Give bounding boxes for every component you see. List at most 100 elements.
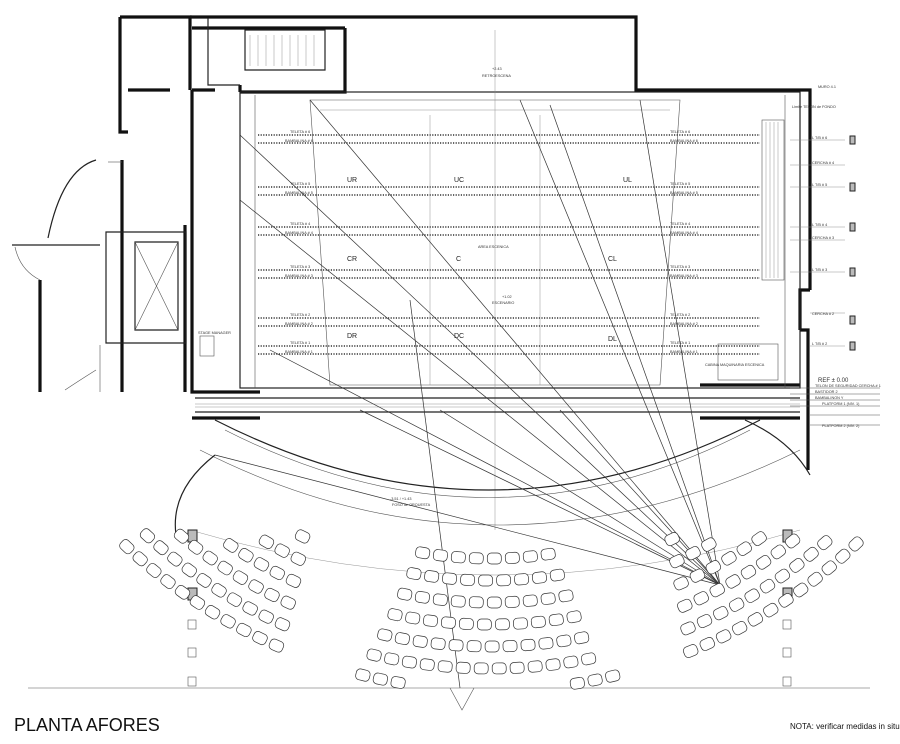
seat bbox=[384, 652, 400, 666]
seat bbox=[432, 549, 448, 562]
seat bbox=[236, 622, 252, 638]
batten-label: TELETA # 6 bbox=[670, 130, 690, 134]
seat bbox=[736, 541, 752, 556]
seat bbox=[460, 573, 475, 586]
batten-label: BAMBALINA # 6 bbox=[285, 139, 313, 143]
seat bbox=[522, 550, 538, 563]
seat bbox=[549, 568, 565, 582]
seat bbox=[258, 534, 275, 549]
seat bbox=[274, 543, 290, 558]
seat bbox=[491, 662, 507, 675]
area-uc: UC bbox=[454, 177, 464, 184]
batten-label: BAMBALINA # 5 bbox=[670, 191, 698, 195]
seat bbox=[705, 560, 722, 575]
batten-label: BAMBALINA # 1 bbox=[670, 350, 698, 354]
seat bbox=[725, 574, 741, 589]
seat bbox=[685, 546, 701, 561]
seat bbox=[848, 536, 864, 552]
seat bbox=[496, 574, 512, 587]
seat bbox=[522, 594, 538, 607]
seat bbox=[556, 634, 572, 648]
seat bbox=[226, 592, 243, 607]
batten-label: TELETA # 4 bbox=[290, 222, 310, 226]
bastidor-label: BASTIDOR 2 bbox=[815, 390, 838, 394]
seat bbox=[252, 631, 268, 646]
area-escenica-label: AREA ESCENICA bbox=[478, 245, 509, 249]
rigging-label: CERCHA # 4 bbox=[812, 161, 834, 165]
seat bbox=[366, 648, 382, 662]
seat bbox=[268, 638, 285, 653]
seat bbox=[264, 587, 280, 602]
platform-2-label: PLATFORM 2 (NIV. 2) bbox=[822, 424, 860, 428]
seat bbox=[242, 601, 258, 616]
seat bbox=[774, 568, 791, 584]
seat bbox=[196, 573, 212, 588]
seat bbox=[397, 587, 413, 601]
rigging-label: CERCHA # 2 bbox=[812, 312, 834, 316]
elevation-pit: -3.51 / +1.43 bbox=[390, 497, 411, 501]
stage-area bbox=[199, 30, 801, 530]
seat bbox=[405, 611, 421, 625]
seat bbox=[232, 570, 249, 585]
seat bbox=[423, 614, 439, 627]
proscenium: REF ± 0.00 TELON DE SEGURIDAD CERCHA # 1… bbox=[28, 378, 881, 711]
seat bbox=[187, 539, 204, 555]
seat bbox=[355, 668, 371, 682]
seat bbox=[406, 567, 422, 580]
seat bbox=[682, 644, 699, 658]
seat bbox=[558, 589, 574, 603]
seat bbox=[677, 598, 693, 613]
area-dc: DC bbox=[454, 333, 464, 340]
seat bbox=[740, 564, 757, 580]
muro-label: MURO 4.1 bbox=[818, 85, 836, 89]
seat bbox=[821, 560, 837, 576]
seat bbox=[450, 595, 466, 608]
seat bbox=[442, 572, 458, 585]
seat bbox=[440, 616, 456, 629]
area-c: C bbox=[456, 256, 461, 263]
seat bbox=[466, 640, 482, 653]
area-ur: UR bbox=[347, 177, 357, 184]
bambalinon-label: BAMBALINON Y bbox=[815, 396, 844, 400]
seat bbox=[680, 621, 696, 636]
seat bbox=[669, 554, 685, 569]
escenario-label: ESCENARIO bbox=[492, 301, 514, 305]
seat bbox=[728, 597, 745, 612]
seat bbox=[605, 669, 621, 683]
seat bbox=[502, 640, 518, 653]
seat bbox=[412, 635, 428, 648]
seat bbox=[530, 615, 546, 629]
rigging-label: L T/B # 3 bbox=[812, 268, 827, 272]
area-dl: DL bbox=[608, 336, 617, 343]
seat bbox=[540, 592, 556, 605]
seat bbox=[673, 576, 689, 591]
seat bbox=[160, 574, 176, 589]
seat bbox=[696, 614, 713, 629]
side-rigging: L T/B # 6 CERCHA # 4 L T/B # 5 L T/B # 4… bbox=[790, 85, 856, 351]
batten-label: TELETA # 2 bbox=[290, 313, 310, 317]
seat bbox=[721, 551, 737, 566]
seat bbox=[699, 637, 716, 651]
batten-label: TELETA # 5 bbox=[670, 182, 690, 186]
seat bbox=[817, 535, 833, 551]
seat bbox=[223, 538, 239, 553]
seat bbox=[394, 632, 410, 645]
batten-label: TELETA # 6 bbox=[290, 130, 310, 134]
seat bbox=[495, 618, 510, 631]
seat bbox=[450, 551, 466, 564]
seat bbox=[437, 660, 453, 673]
seat bbox=[253, 557, 270, 572]
seat bbox=[269, 565, 285, 581]
batten-labels-left: TELETA # 6 BAMBALINA # 6 TELETA # 5 BAMB… bbox=[285, 130, 313, 354]
seat bbox=[238, 548, 254, 563]
batten-label: TELETA # 3 bbox=[670, 265, 690, 269]
seat bbox=[548, 613, 564, 627]
batten-label: TELETA # 4 bbox=[670, 222, 690, 226]
seat bbox=[455, 661, 471, 674]
seat bbox=[803, 546, 819, 562]
seat bbox=[153, 540, 169, 556]
seat bbox=[167, 551, 183, 567]
rigging-label: L T/B # 5 bbox=[812, 183, 827, 187]
seat bbox=[664, 532, 680, 547]
